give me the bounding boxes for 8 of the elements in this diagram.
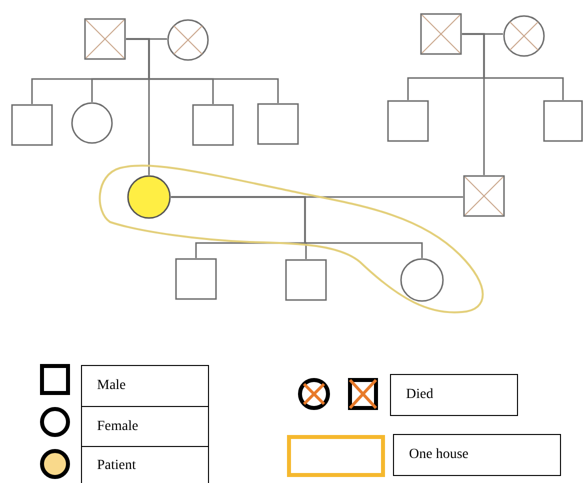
- pedigree-line: [126, 38, 150, 175]
- legend-label: Male: [81, 365, 209, 407]
- legend-label: Female: [81, 406, 209, 447]
- legend-label: Patient: [81, 446, 209, 483]
- legend-label: One house: [393, 434, 561, 476]
- pedigree-line: [462, 33, 485, 175]
- pedigree-line: [171, 196, 423, 258]
- legend-label: Died: [390, 374, 518, 416]
